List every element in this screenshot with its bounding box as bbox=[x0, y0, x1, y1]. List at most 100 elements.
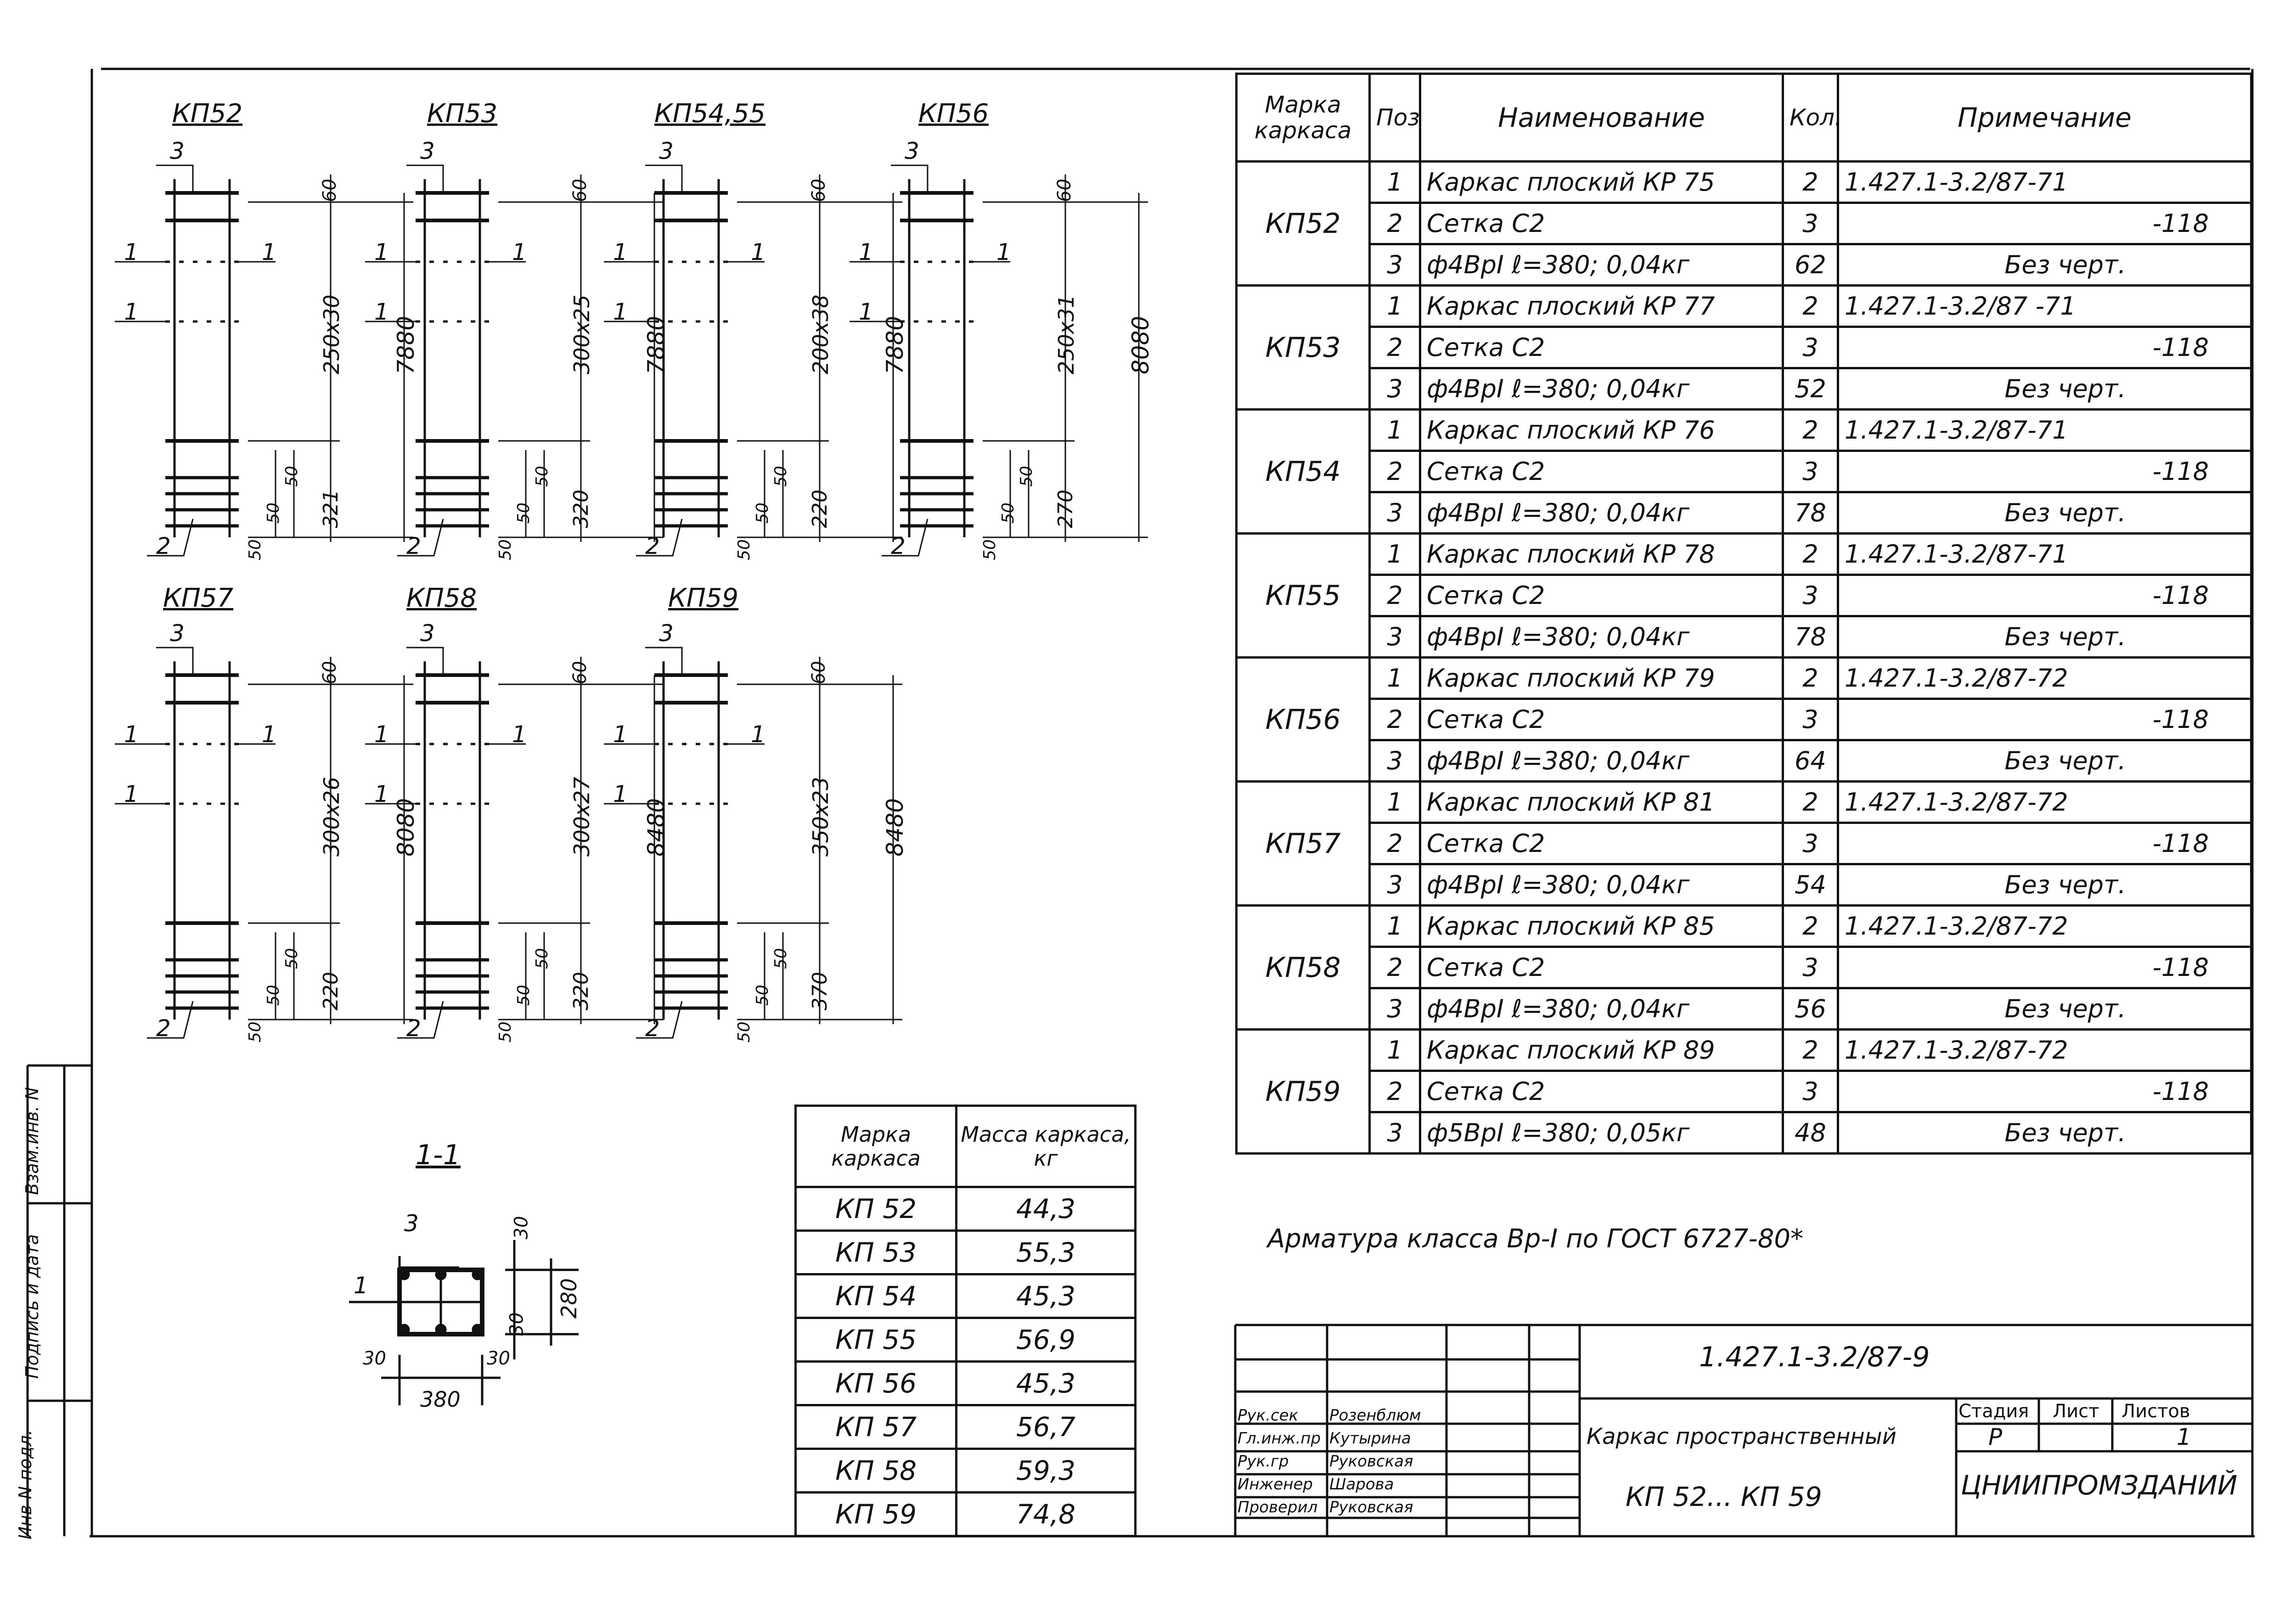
spec-header-qty: Кол. bbox=[1782, 73, 1839, 163]
spec-cell-pos: 3 bbox=[1368, 863, 1421, 907]
section-height: 280 bbox=[556, 1278, 581, 1319]
spec-cell-pos: 2 bbox=[1368, 574, 1421, 617]
spec-cell-qty: 3 bbox=[1782, 946, 1839, 989]
spec-cell-mark: КП57 bbox=[1235, 780, 1371, 907]
callout-3: 3 bbox=[170, 138, 185, 164]
spec-header-name: Наименование bbox=[1419, 73, 1784, 163]
spec-cell-mark: КП59 bbox=[1235, 1028, 1371, 1155]
dim-total: 8480 bbox=[643, 798, 670, 857]
spec-cell-name: Сетка С2 bbox=[1419, 450, 1784, 493]
sheet-label: Лист bbox=[2053, 1401, 2099, 1422]
spec-cell-name: Каркас плоский КР 78 bbox=[1419, 532, 1784, 576]
spec-cell-note: Без черт. bbox=[1837, 243, 2252, 287]
spec-cell-note: 1.427.1-3.2/87-72 bbox=[1837, 904, 2252, 948]
spec-cell-pos: 1 bbox=[1368, 656, 1421, 700]
dim-bottom: 370 bbox=[808, 972, 832, 1010]
spec-cell-qty: 78 bbox=[1782, 615, 1839, 659]
section-c30-right: 30 bbox=[487, 1348, 510, 1369]
callout-leader-2 bbox=[397, 1001, 444, 1039]
spec-cell-name: ф4ВрI ℓ=380; 0,04кг bbox=[1419, 367, 1784, 411]
spec-cell-qty: 54 bbox=[1782, 863, 1839, 907]
spec-cell-pos: 2 bbox=[1368, 450, 1421, 493]
spec-cell-pos: 2 bbox=[1368, 946, 1421, 989]
callout-1: 1 bbox=[124, 239, 139, 265]
callout-1: 1 bbox=[751, 721, 765, 748]
spec-cell-pos: 1 bbox=[1368, 160, 1421, 204]
spec-cell-pos: 1 bbox=[1368, 532, 1421, 576]
callout-1: 1 bbox=[859, 299, 873, 325]
spec-cell-note: 1.427.1-3.2/87-71 bbox=[1837, 532, 2252, 576]
spec-cell-qty: 2 bbox=[1782, 160, 1839, 204]
dim-grid: 300x25 bbox=[569, 294, 594, 374]
staff-name: Руковская bbox=[1329, 1452, 1413, 1471]
spec-cell-name: ф4ВрI ℓ=380; 0,04кг bbox=[1419, 243, 1784, 287]
dim-50: 50 bbox=[735, 539, 754, 560]
spec-cell-name: ф4ВрI ℓ=380; 0,04кг bbox=[1419, 863, 1784, 907]
mass-cell-mark: КП 56 bbox=[794, 1360, 957, 1406]
callout-1: 1 bbox=[124, 721, 139, 748]
dim-bottom: 270 bbox=[1054, 490, 1077, 528]
dim-50: 50 bbox=[533, 948, 551, 969]
spec-cell-qty: 56 bbox=[1782, 987, 1839, 1031]
spec-cell-name: Сетка С2 bbox=[1419, 946, 1784, 989]
spec-cell-name: ф4ВрI ℓ=380; 0,04кг bbox=[1419, 987, 1784, 1031]
drawing-label-kp56: КП56 bbox=[918, 99, 989, 129]
spec-cell-note: -118 bbox=[1837, 326, 2252, 369]
doc-code: 1.427.1-3.2/87-9 bbox=[1699, 1341, 1930, 1373]
spec-cell-pos: 3 bbox=[1368, 491, 1421, 535]
staff-role: Рук.сек bbox=[1238, 1406, 1299, 1425]
column-drawing-kp56 bbox=[850, 164, 1148, 557]
spec-cell-qty: 2 bbox=[1782, 408, 1839, 452]
drawing-label-kp53: КП53 bbox=[427, 99, 498, 129]
staff-role: Рук.гр bbox=[1238, 1452, 1289, 1471]
callout-1: 1 bbox=[996, 239, 1011, 265]
callout-leader-2 bbox=[882, 519, 929, 557]
callout-leader-3 bbox=[156, 164, 194, 193]
spec-cell-name: Каркас плоский КР 89 bbox=[1419, 1028, 1784, 1072]
spec-header-pos: Поз. bbox=[1368, 73, 1421, 163]
spec-cell-pos: 3 bbox=[1368, 243, 1421, 287]
spec-cell-qty: 2 bbox=[1782, 904, 1839, 948]
spec-cell-note: -118 bbox=[1837, 202, 2252, 245]
callout-1: 1 bbox=[859, 239, 873, 265]
callout-1: 1 bbox=[262, 239, 276, 265]
spec-cell-note: 1.427.1-3.2/87-72 bbox=[1837, 1028, 2252, 1072]
mass-header-mass: Масса каркаса, кг bbox=[955, 1105, 1137, 1188]
mass-cell-mass: 74,8 bbox=[955, 1491, 1137, 1537]
spec-cell-name: Каркас плоский КР 76 bbox=[1419, 408, 1784, 452]
specification-table: Марка каркаса Поз. Наименование Кол. При… bbox=[1235, 73, 2252, 1155]
spec-cell-note: -118 bbox=[1837, 698, 2252, 741]
dim-bottom: 320 bbox=[569, 490, 593, 528]
callout-1: 1 bbox=[751, 239, 765, 265]
callout-1: 1 bbox=[374, 299, 389, 325]
dim-50: 50 bbox=[533, 466, 551, 487]
dim-bottom: 220 bbox=[808, 490, 832, 528]
callout-1: 1 bbox=[124, 299, 139, 325]
dim-bottom: 321 bbox=[319, 490, 343, 528]
column-drawing-kp58 bbox=[365, 647, 664, 1039]
spec-cell-qty: 3 bbox=[1782, 822, 1839, 865]
drawing-label-kp54-55: КП54,55 bbox=[654, 99, 766, 129]
callout-2: 2 bbox=[406, 533, 421, 559]
spec-cell-note: Без черт. bbox=[1837, 491, 2252, 535]
column-drawing-kp54-55 bbox=[604, 164, 902, 557]
callout-3: 3 bbox=[420, 620, 435, 647]
spec-cell-note: -118 bbox=[1837, 946, 2252, 989]
callout-1: 1 bbox=[613, 721, 628, 748]
spec-cell-qty: 3 bbox=[1782, 202, 1839, 245]
spec-cell-pos: 3 bbox=[1368, 615, 1421, 659]
section-c30-top: 30 bbox=[511, 1216, 532, 1240]
spec-cell-name: Сетка С2 bbox=[1419, 822, 1784, 865]
spec-header-mark: Марка каркаса bbox=[1235, 73, 1371, 163]
